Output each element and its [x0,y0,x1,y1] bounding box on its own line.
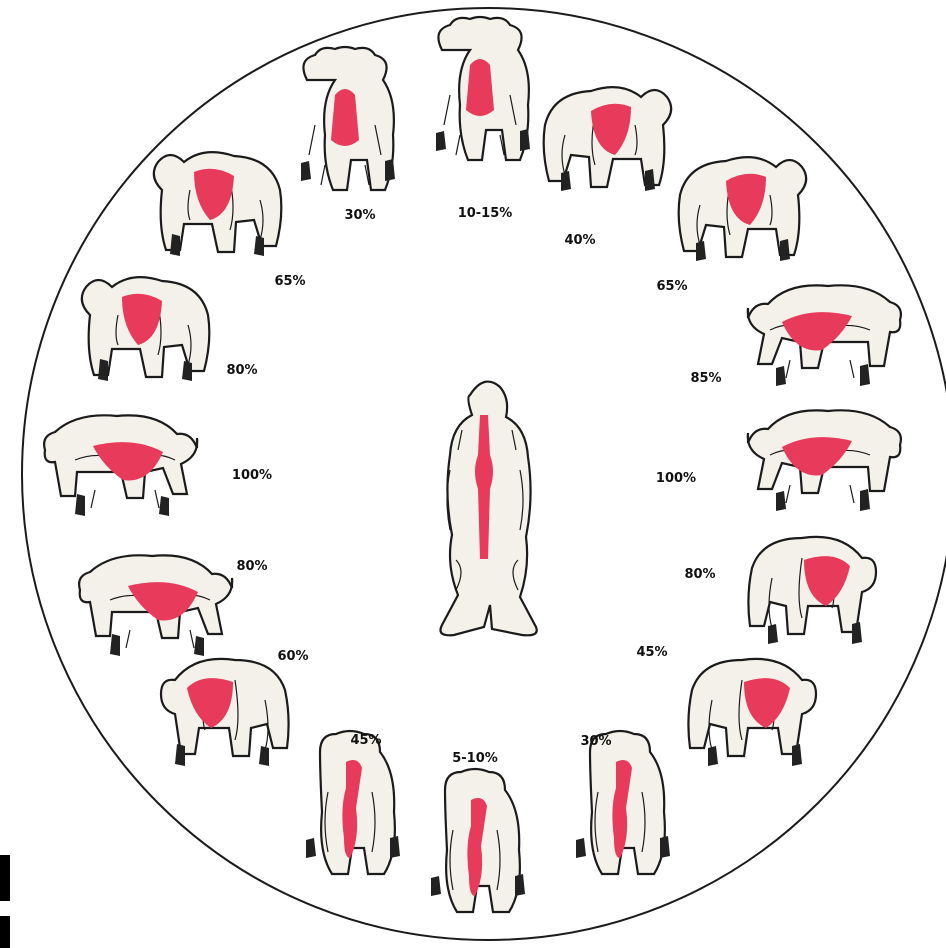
bear-figure-2 [544,87,672,191]
vital-percentage-label: 45% [350,733,381,748]
vital-percentage-label: 40% [564,233,595,248]
vital-percentage-label: 60% [277,649,308,664]
vital-percentage-label: 30% [344,208,375,223]
bear-figure-15 [154,152,281,256]
vital-percentage-label: 100% [232,468,272,483]
vital-percentage-label: 10-15% [458,206,513,221]
vital-percentage-label: 65% [274,274,305,289]
vital-percentage-label: 80% [236,559,267,574]
bear-figure-3 [679,157,807,261]
vital-percentage-label: 85% [690,371,721,386]
vital-percentage-label: 30% [580,734,611,749]
edge-mark-bottom [0,916,10,948]
vital-percentage-label: 80% [684,567,715,582]
bear-figure-14 [82,277,210,381]
vital-percentage-label: 100% [656,471,696,486]
edge-mark-top [0,855,10,901]
vital-percentage-label: 80% [226,363,257,378]
vital-percentage-label: 65% [656,279,687,294]
vital-percentage-label: 5-10% [452,751,498,766]
vital-percentage-label: 45% [636,645,667,660]
